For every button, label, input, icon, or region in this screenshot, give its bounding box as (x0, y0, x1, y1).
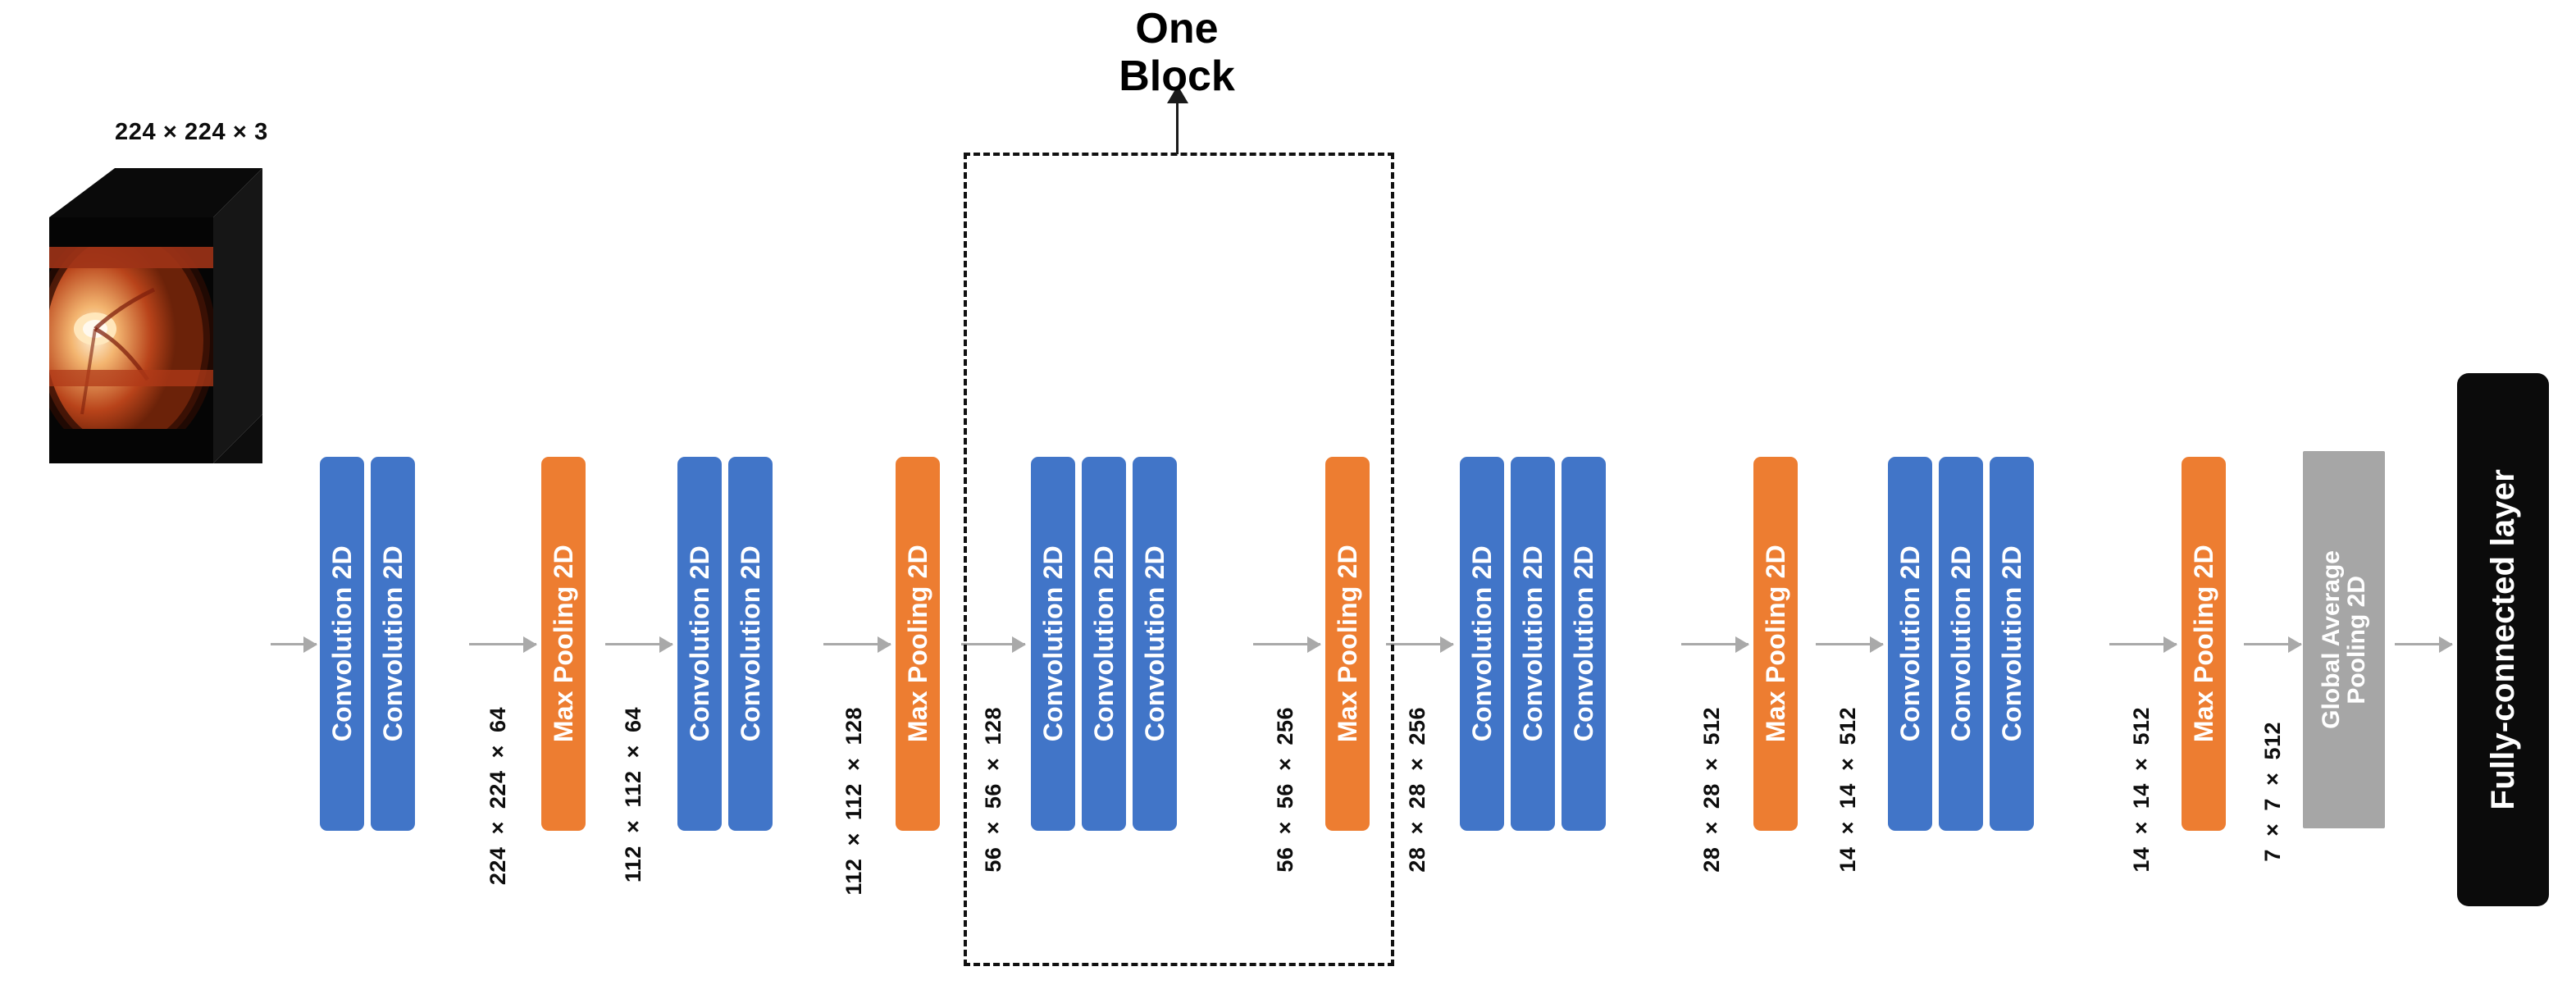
gap-label-line1: Global Average (2317, 550, 2345, 729)
tensor-shape-t6: 28 × 28 × 256 (1405, 707, 1429, 873)
connector-arrow (1681, 643, 1748, 645)
layer-block-conv1_2[interactable]: Convolution 2D (371, 457, 415, 831)
layer-label: Convolution 2D (1466, 545, 1497, 742)
layer-block-conv3_2[interactable]: Convolution 2D (1082, 457, 1126, 831)
gap-label-line2: Pooling 2D (2343, 575, 2370, 704)
tensor-shape-t8: 14 × 14 × 512 (1835, 707, 1860, 873)
layer-block-conv5_2[interactable]: Convolution 2D (1939, 457, 1983, 831)
layer-label: Convolution 2D (735, 545, 765, 742)
one-block-dashed-outline (964, 153, 1394, 966)
input-shape-label: 224 × 224 × 3 (115, 119, 268, 145)
tensor-shape-t2: 112 × 112 × 64 (621, 707, 645, 883)
layer-label: Convolution 2D (1517, 545, 1548, 742)
layer-label: Fully-connected layer (2484, 469, 2521, 810)
connector-arrow (1253, 643, 1320, 645)
layer-label: Convolution 2D (1894, 545, 1925, 742)
layer-label: Convolution 2D (1996, 545, 2027, 742)
layer-block-conv2_1[interactable]: Convolution 2D (677, 457, 722, 831)
connector-arrow (1816, 643, 1883, 645)
layer-label: Max Pooling 2D (902, 545, 932, 743)
layer-block-conv3_1[interactable]: Convolution 2D (1031, 457, 1075, 831)
layer-block-conv1_1[interactable]: Convolution 2D (320, 457, 364, 831)
layer-label: Convolution 2D (684, 545, 714, 742)
one-block-caption: One Block (1119, 5, 1235, 101)
retinal-fundus-image (16, 168, 279, 472)
connector-arrow (823, 643, 891, 645)
connector-arrow (2395, 643, 2452, 645)
layer-label: Convolution 2D (1568, 545, 1598, 742)
layer-block-pool5[interactable]: Max Pooling 2D (2182, 457, 2226, 831)
connector-arrow (469, 643, 536, 645)
tensor-shape-t9: 14 × 14 × 512 (2129, 707, 2154, 873)
connector-arrow (271, 643, 317, 645)
layer-label: Max Pooling 2D (548, 545, 578, 743)
layer-block-conv3_3[interactable]: Convolution 2D (1133, 457, 1177, 831)
tensor-shape-t1: 224 × 224 × 64 (486, 707, 510, 886)
tensor-shape-t10: 7 × 7 × 512 (2260, 722, 2285, 862)
connector-arrow (961, 643, 1025, 645)
layer-label: Max Pooling 2D (2188, 545, 2218, 743)
tensor-shape-t3: 112 × 112 × 128 (841, 707, 866, 896)
connector-arrow (2109, 643, 2177, 645)
layer-block-conv4_2[interactable]: Convolution 2D (1511, 457, 1555, 831)
layer-label: Convolution 2D (377, 545, 408, 742)
layer-label: Max Pooling 2D (1760, 545, 1790, 743)
connector-arrow (2244, 643, 2301, 645)
layer-label: Max Pooling 2D (1332, 545, 1362, 743)
one-block-callout-arrow (1176, 103, 1179, 154)
layer-label: Convolution 2D (1088, 545, 1119, 742)
layer-block-pool4[interactable]: Max Pooling 2D (1753, 457, 1798, 831)
tensor-shape-t4: 56 × 56 × 128 (981, 707, 1005, 873)
layer-block-conv5_3[interactable]: Convolution 2D (1990, 457, 2034, 831)
layer-label: Convolution 2D (1945, 545, 1976, 742)
layer-block-conv2_2[interactable]: Convolution 2D (728, 457, 773, 831)
connector-arrow (1386, 643, 1453, 645)
tensor-shape-t5: 56 × 56 × 256 (1273, 707, 1297, 873)
layer-label: Convolution 2D (1037, 545, 1068, 742)
layer-block-conv4_1[interactable]: Convolution 2D (1460, 457, 1504, 831)
layer-block-conv4_3[interactable]: Convolution 2D (1562, 457, 1606, 831)
tensor-shape-t7: 28 × 28 × 512 (1699, 707, 1724, 873)
layer-block-fully-connected[interactable]: Fully-connected layer (2457, 373, 2549, 906)
layer-block-pool2[interactable]: Max Pooling 2D (896, 457, 940, 831)
layer-block-gap[interactable]: Global Average Pooling 2D (2303, 451, 2385, 828)
layer-label: Convolution 2D (326, 545, 357, 742)
layer-label: Convolution 2D (1139, 545, 1169, 742)
layer-block-conv5_1[interactable]: Convolution 2D (1888, 457, 1932, 831)
layer-block-pool1[interactable]: Max Pooling 2D (541, 457, 586, 831)
connector-arrow (605, 643, 672, 645)
layer-block-pool3[interactable]: Max Pooling 2D (1325, 457, 1370, 831)
